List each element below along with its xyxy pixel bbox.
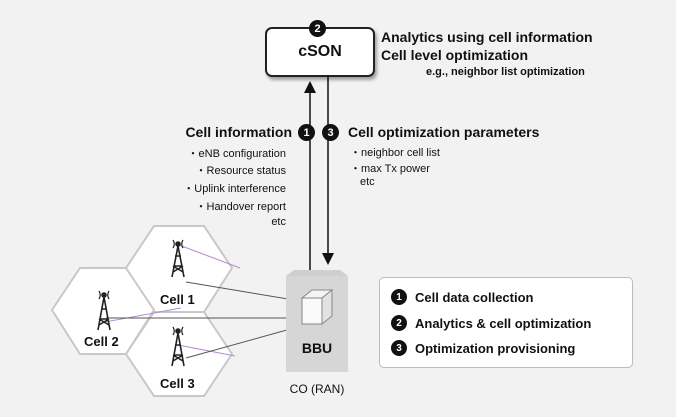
- legend-box: 1 Cell data collection 2 Analytics & cel…: [379, 277, 633, 368]
- cell-info-item: ・Uplink interference: [183, 183, 286, 195]
- bbu-unit: [286, 270, 348, 372]
- cell-information-title: Cell information: [185, 124, 292, 140]
- bbu-label: BBU: [301, 340, 333, 356]
- legend-item-1: 1 Cell data collection: [391, 289, 533, 305]
- cson-step-badge: 2: [309, 20, 326, 37]
- legend-label-2: Analytics & cell optimization: [415, 315, 592, 331]
- cell-information-badge: 1: [298, 124, 315, 141]
- tower-3-icon: [171, 326, 185, 367]
- cell-optimization-badge: 3: [322, 124, 339, 141]
- analytics-line3: e.g., neighbor list optimization: [426, 66, 585, 78]
- cell-2-hexagon: [50, 267, 156, 355]
- analytics-line2: Cell level optimization: [381, 47, 529, 63]
- legend-label-3: Optimization provisioning: [415, 340, 576, 356]
- cell-info-item: etc: [271, 216, 286, 228]
- cell-3-label: Cell 3: [160, 376, 195, 391]
- tower-1-icon: [171, 239, 185, 278]
- legend-label-1: Cell data collection: [415, 289, 534, 305]
- cell-2-label: Cell 2: [84, 334, 119, 349]
- legend-badge-3: 3: [391, 340, 407, 356]
- cell-info-item: ・Resource status: [195, 165, 286, 177]
- cell-info-item: ・eNB configuration: [187, 148, 286, 160]
- legend-item-2: 2 Analytics & cell optimization: [391, 315, 591, 331]
- cson-label: cSON: [298, 43, 342, 60]
- cell-1-label: Cell 1: [160, 292, 195, 307]
- legend-badge-2: 2: [391, 315, 407, 331]
- cell-optimization-title: Cell optimization parameters: [348, 124, 540, 140]
- co-ran-label: CO (RAN): [289, 382, 345, 396]
- cell-info-item: ・Handover report: [195, 201, 287, 213]
- cell-3-hexagon: [124, 311, 234, 397]
- legend-item-3: 3 Optimization provisioning: [391, 340, 575, 356]
- analytics-line1: Analytics using cell information: [381, 29, 593, 45]
- cell-opt-item: ・max Tx power: [350, 163, 430, 175]
- tower-2-icon: [97, 290, 111, 331]
- cell-opt-item: etc: [360, 176, 375, 188]
- cell-opt-item: ・neighbor cell list: [350, 147, 440, 159]
- legend-badge-1: 1: [391, 289, 407, 305]
